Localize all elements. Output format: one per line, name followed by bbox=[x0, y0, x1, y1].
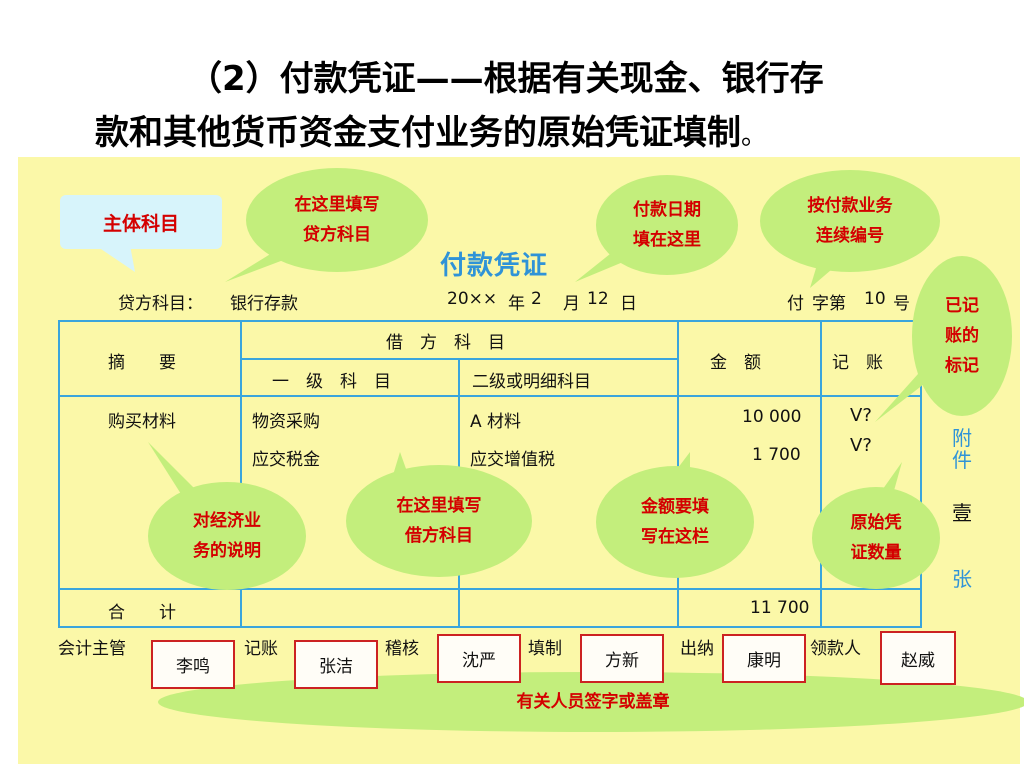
numbering-line-1: 按付款业务 bbox=[807, 196, 893, 216]
sign-note-text: 有关人员签字或盖章 bbox=[516, 692, 670, 712]
signature-bookkeeper: 张洁 bbox=[294, 640, 378, 689]
row-2-level1: 应交税金 bbox=[252, 450, 320, 470]
posted-mark-line-1: 已记 bbox=[945, 296, 979, 316]
role-payee: 领款人 bbox=[810, 639, 861, 659]
heading-line-2-main: 款和其他货币资金支付业务的原始凭证填制 bbox=[95, 113, 741, 153]
numbering-line-2: 连续编号 bbox=[816, 226, 884, 246]
role-auditor: 稽核 bbox=[385, 639, 419, 659]
date-day-unit: 日 bbox=[620, 294, 637, 314]
number-word: 字第 bbox=[812, 294, 846, 314]
credit-value: 银行存款 bbox=[230, 294, 298, 314]
summary-desc-line-2: 务的说明 bbox=[193, 541, 261, 561]
amount-fill-line-2: 写在这栏 bbox=[641, 527, 709, 547]
grid-line bbox=[920, 320, 922, 628]
attach-count-line-1: 原始凭 bbox=[850, 513, 902, 533]
amount-fill-line-1: 金额要填 bbox=[641, 497, 709, 517]
row-2-posted-mark: V? bbox=[850, 435, 872, 456]
signature-cashier: 康明 bbox=[722, 634, 806, 683]
main-subject-callout: 主体科目 bbox=[60, 195, 222, 249]
numbering-callout: 按付款业务连续编号 bbox=[760, 170, 940, 272]
credit-fill-callout: 在这里填写贷方科目 bbox=[246, 168, 428, 272]
posted-mark-callout: 已记账的标记 bbox=[912, 256, 1012, 416]
credit-fill-line-2: 贷方科目 bbox=[303, 225, 371, 245]
heading-line-2: 款和其他货币资金支付业务的原始凭证填制。 bbox=[95, 106, 767, 163]
heading-line-1: （2）付款凭证——根据有关现金、银行存 bbox=[188, 59, 824, 99]
row-1-summary: 购买材料 bbox=[108, 412, 176, 432]
date-fill-line-1: 付款日期 bbox=[633, 200, 701, 220]
number-value: 10 bbox=[864, 289, 886, 309]
credit-fill-line-1: 在这里填写 bbox=[294, 195, 380, 215]
attach-label-1: 附 bbox=[952, 426, 972, 450]
signature-preparer: 方新 bbox=[580, 634, 664, 683]
summary-desc-line-1: 对经济业 bbox=[193, 511, 261, 531]
header-debit: 借 方 科 目 bbox=[386, 333, 505, 353]
date-fill-callout: 付款日期填在这里 bbox=[596, 175, 738, 275]
row-2-amount: 1 700 bbox=[752, 445, 801, 465]
grid-line bbox=[820, 320, 822, 628]
posted-mark-line-3: 标记 bbox=[945, 356, 979, 376]
debit-fill-callout: 在这里填写借方科目 bbox=[346, 465, 532, 577]
grid-line bbox=[58, 626, 922, 628]
total-label: 合 计 bbox=[108, 603, 176, 623]
grid-line bbox=[58, 588, 922, 590]
total-amount: 11 700 bbox=[750, 598, 810, 618]
attach-count: 壹 bbox=[952, 501, 972, 525]
grid-line bbox=[58, 395, 922, 397]
attach-label-2: 件 bbox=[952, 448, 972, 472]
date-day: 12 bbox=[587, 289, 609, 309]
date-fill-line-2: 填在这里 bbox=[633, 230, 701, 250]
voucher-title: 付款凭证 bbox=[440, 251, 549, 281]
date-month: 2 bbox=[531, 289, 542, 309]
credit-label: 贷方科目： bbox=[118, 294, 203, 314]
header-posted: 记 账 bbox=[832, 353, 883, 373]
attach-count-callout: 原始凭证数量 bbox=[812, 487, 940, 589]
debit-fill-line-2: 借方科目 bbox=[405, 526, 473, 546]
attach-unit: 张 bbox=[952, 567, 972, 591]
signature-payee: 赵威 bbox=[880, 631, 956, 685]
signature-accounting-supervisor: 李鸣 bbox=[151, 640, 235, 689]
amount-fill-callout: 金额要填写在这栏 bbox=[596, 466, 754, 578]
tail-main-subject bbox=[95, 245, 135, 272]
posted-mark-line-2: 账的 bbox=[945, 326, 979, 346]
row-2-level2: 应交增值税 bbox=[470, 450, 555, 470]
role-cashier: 出纳 bbox=[680, 639, 714, 659]
row-1-posted-mark: V? bbox=[850, 405, 872, 426]
row-1-amount: 10 000 bbox=[742, 407, 802, 427]
role-accounting-supervisor: 会计主管 bbox=[58, 639, 126, 659]
main-subject-text: 主体科目 bbox=[102, 212, 179, 235]
date-year: 20×× bbox=[447, 289, 498, 309]
grid-line bbox=[58, 320, 60, 628]
row-1-level1: 物资采购 bbox=[252, 412, 320, 432]
role-preparer: 填制 bbox=[528, 639, 562, 659]
heading-line-2-tail: 。 bbox=[741, 121, 768, 151]
attach-count-line-2: 证数量 bbox=[850, 543, 902, 563]
role-bookkeeper: 记账 bbox=[244, 639, 278, 659]
header-summary: 摘 要 bbox=[108, 353, 176, 373]
debit-fill-line-1: 在这里填写 bbox=[396, 496, 482, 516]
header-level2: 二级或明细科目 bbox=[472, 372, 591, 392]
header-amount: 金 额 bbox=[710, 353, 761, 373]
signature-auditor: 沈严 bbox=[437, 634, 521, 683]
number-suffix: 号 bbox=[893, 294, 910, 314]
grid-line bbox=[240, 320, 242, 628]
date-month-unit: 月 bbox=[563, 294, 580, 314]
date-year-unit: 年 bbox=[508, 294, 525, 314]
grid-line bbox=[58, 320, 922, 322]
header-level1: 一 级 科 目 bbox=[272, 372, 391, 392]
row-1-level2: A 材料 bbox=[470, 412, 522, 432]
number-prefix: 付 bbox=[787, 294, 804, 314]
summary-desc-callout: 对经济业务的说明 bbox=[148, 482, 306, 590]
